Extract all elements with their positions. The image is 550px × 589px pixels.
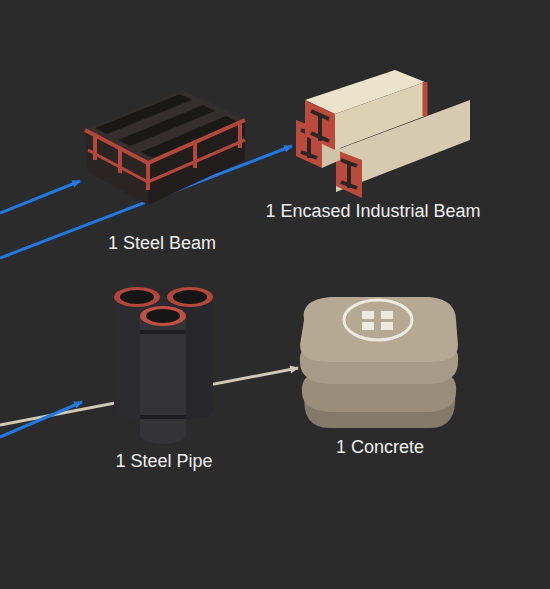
- concrete-icon: [300, 297, 458, 428]
- steel-pipe-icon: [114, 287, 213, 444]
- item-node: 1 Encased Industrial Beam: [261, 198, 484, 224]
- item-label: 1 Encased Industrial Beam: [265, 200, 480, 222]
- item-label: 1 Steel Pipe: [115, 450, 212, 472]
- input-arrow: [0, 181, 80, 213]
- item-label: 1 Steel Beam: [108, 232, 216, 254]
- encased-beam-icon: [296, 70, 470, 198]
- item-node: 1 Steel Pipe: [111, 448, 216, 474]
- item-node: 1 Steel Beam: [104, 230, 220, 256]
- item-label: 1 Concrete: [336, 436, 424, 458]
- input-arrow: [0, 402, 82, 437]
- steel-beam-icon: [85, 90, 245, 205]
- item-node: 1 Concrete: [332, 434, 428, 460]
